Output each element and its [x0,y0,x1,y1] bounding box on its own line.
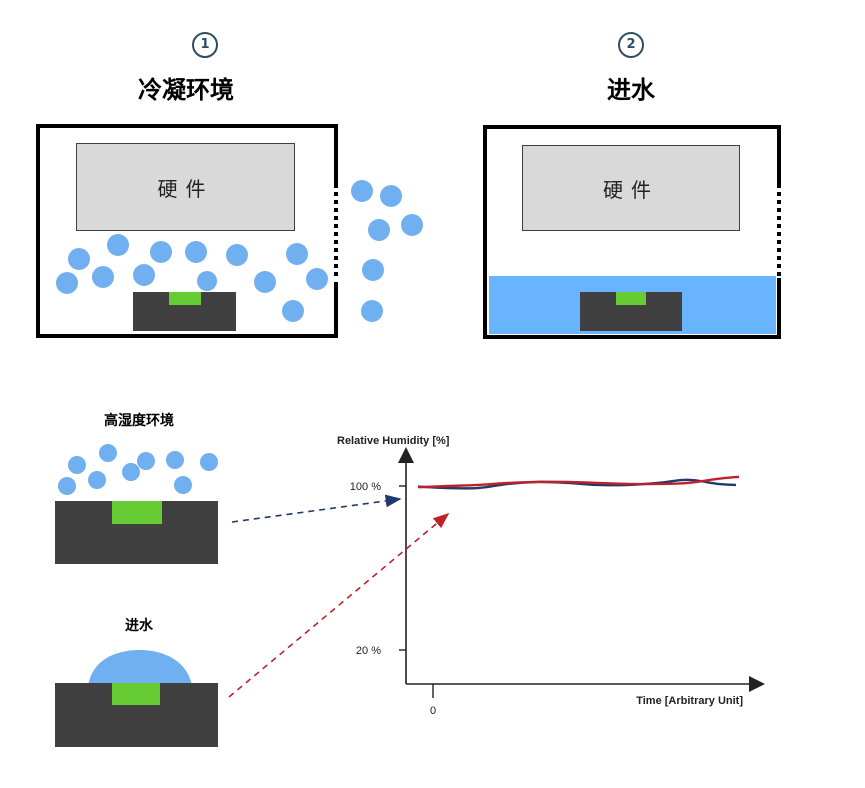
y-ticks: 100 % 20 % [350,481,406,657]
step-2-number: 2 [618,32,644,58]
series-line-1 [417,475,740,489]
step-2-title: 进水 [607,76,655,104]
sensor-2 [616,292,646,305]
water-droplet [88,650,192,686]
x-tick-label-0: 0 [430,705,436,717]
sensor-1 [169,292,201,305]
series-line-0 [417,478,737,490]
condensation-enclosure-diagram [36,124,781,339]
high-humidity-label: 高湿度环境 [104,413,174,429]
hardware-box-1: 硬件 [76,143,295,231]
detail-diagrams [55,444,218,747]
y-tick-label-1: 20 % [356,645,381,657]
x-axis-label: Time [Arbitrary Unit] [636,695,743,707]
step-1-title: 冷凝环境 [138,76,234,104]
humidity-droplets [58,444,218,495]
detail-sensor-2 [112,683,160,705]
hardware-box-2: 硬件 [522,145,740,231]
series-lines [417,475,740,490]
enclosure-2-walls [483,125,781,339]
x-ticks: 0 [430,684,436,717]
detail-sensor-1 [112,501,162,524]
enclosure-1-walls [36,124,338,338]
y-tick-label-0: 100 % [350,481,381,493]
pointer-arrow-humidity [231,494,402,523]
pointer-arrow-water [228,512,450,698]
step-1-number: 1 [192,32,218,58]
water-ingress-label: 进水 [125,618,153,634]
y-axis-label: Relative Humidity [%] [337,435,450,447]
condensation-droplets [56,180,423,322]
